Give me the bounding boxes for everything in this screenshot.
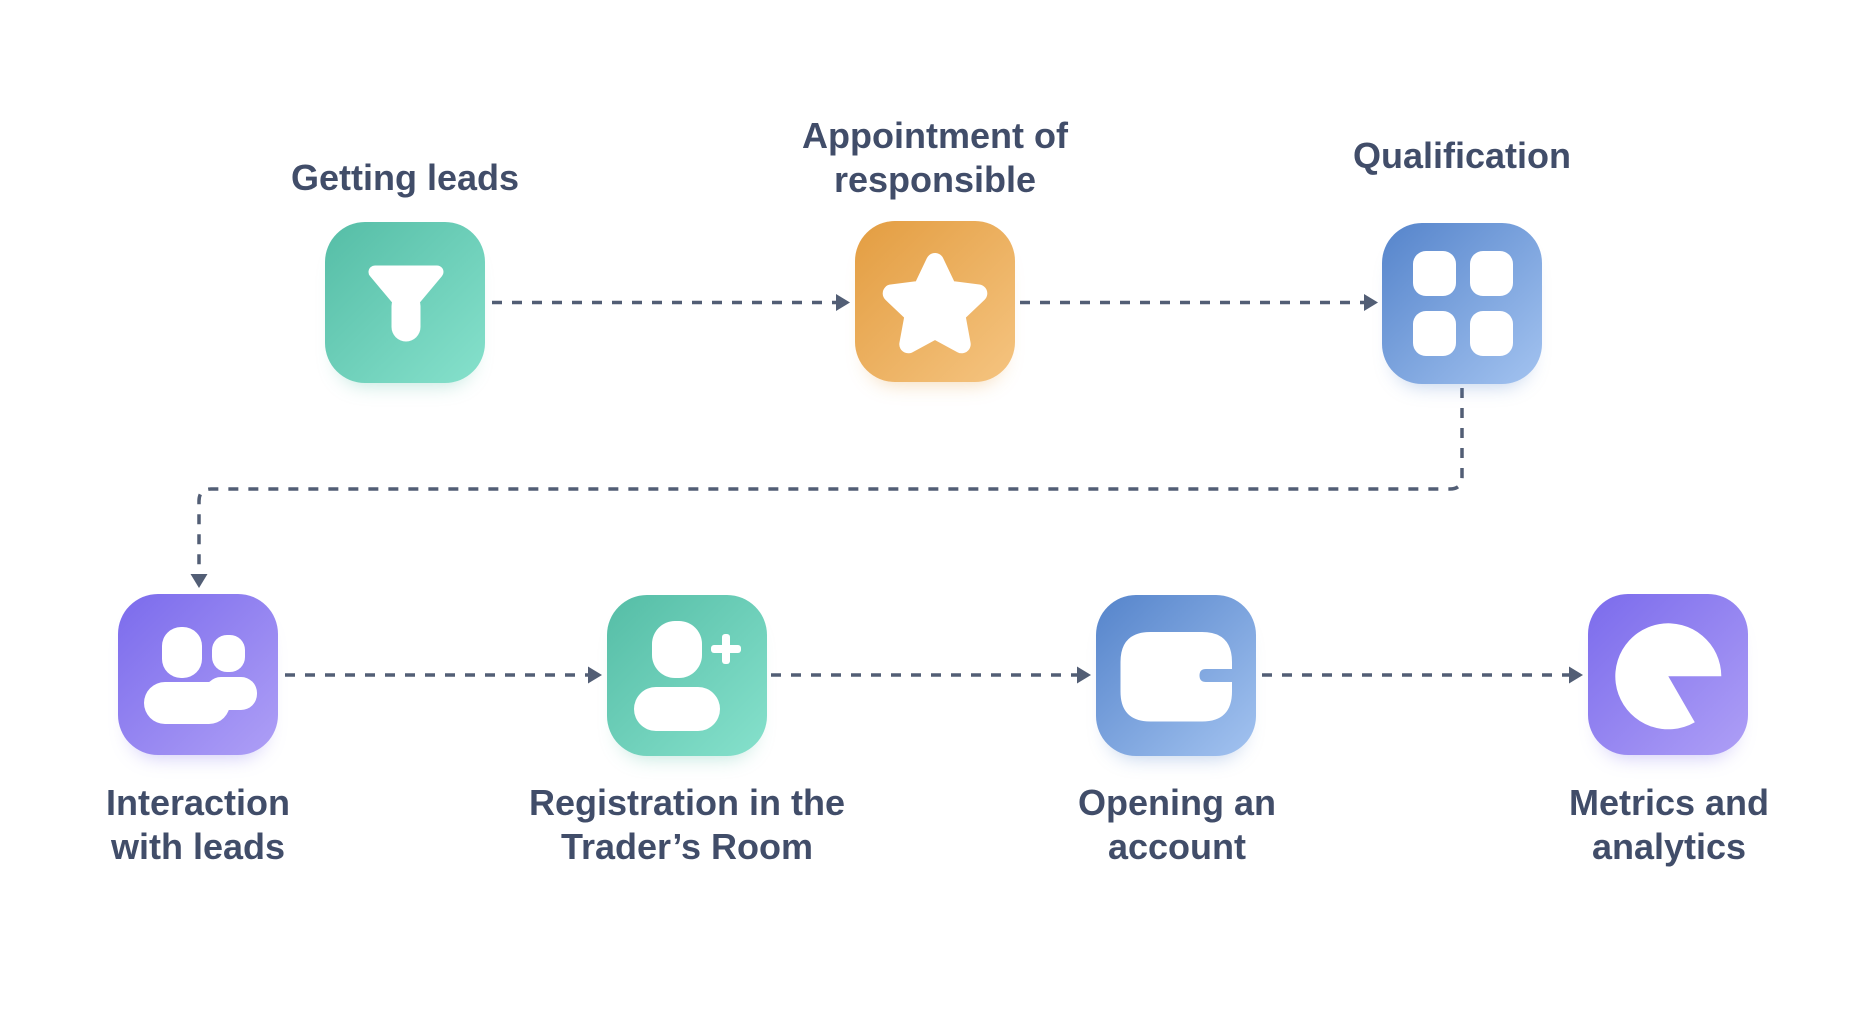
funnel-icon [368, 265, 444, 342]
step-6-tile [1096, 595, 1256, 756]
step-1-tile [325, 222, 485, 383]
connector-3-4 [197, 388, 1464, 572]
wallet-icon [1120, 632, 1232, 722]
users-icon [144, 627, 257, 724]
arrowhead-5-6 [1077, 666, 1091, 684]
arrowhead-3-4 [190, 574, 208, 588]
step-7-tile [1588, 594, 1748, 755]
arrowhead-6-7 [1569, 666, 1583, 684]
step-3-label: Qualification [1352, 135, 1572, 176]
step-2-label: Appointment of responsible [802, 115, 1068, 200]
step-7-label: Metrics and analytics [1568, 782, 1770, 867]
step-4-tile [118, 594, 278, 755]
step-2-tile [855, 221, 1015, 382]
arrowhead-1-2 [836, 294, 850, 311]
grid-icon [1413, 251, 1513, 356]
step-5-tile [607, 595, 767, 756]
step-6-label: Opening an account [1078, 782, 1276, 867]
step-1-label: Getting leads [290, 157, 520, 198]
step-3-tile [1382, 223, 1542, 384]
user-plus-icon [634, 621, 741, 731]
step-5-label: Registration in the Trader’s Room [528, 782, 846, 867]
step-4-label: Interaction with leads [105, 782, 291, 867]
star-icon [882, 253, 988, 354]
star-shape [882, 253, 988, 354]
arrowhead-2-3 [1364, 294, 1378, 311]
pie-chart-icon [1615, 623, 1722, 730]
arrowhead-4-5 [588, 666, 602, 684]
